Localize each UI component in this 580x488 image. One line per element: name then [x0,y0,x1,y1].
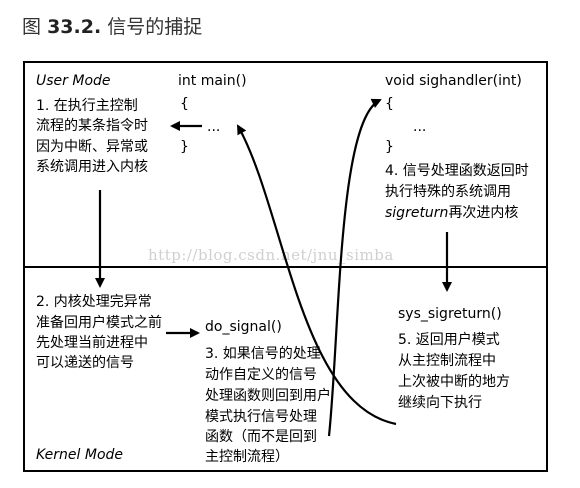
caption-prefix: 图 [22,16,42,38]
arrow-to-handler [327,98,382,437]
step-2-line: 可以递送的信号 [36,355,134,371]
handler-signature: void sighandler(int) [385,73,522,89]
step-1-line: 系统调用进入内核 [36,159,148,175]
handler-close-brace: } [385,139,394,155]
step-3-line: 3. 如果信号的处理 [205,346,321,362]
main-open-brace: { [180,96,189,112]
caption-number: 33.2. [47,16,102,38]
kernel-mode-label: Kernel Mode [36,447,124,463]
step-1-line: 流程的某条指令时 [36,118,148,134]
do-signal-label: do_signal() [205,319,282,335]
sigreturn-term: sigreturn [385,205,449,221]
step-2-line: 先处理当前进程中 [36,335,148,351]
user-mode-label: User Mode [36,73,111,89]
handler-ellipsis: ... [413,119,427,135]
step-5-line: 5. 返回用户模式 [398,332,500,348]
main-signature: int main() [178,73,247,89]
mode-divider [23,266,548,268]
main-close-brace: } [180,139,189,155]
main-ellipsis: ... [207,119,221,135]
step-2-line: 2. 内核处理完异常 [36,294,152,310]
step-5-line: 从主控制流程中 [398,353,496,369]
step-3-line: 动作自定义的信号 [205,367,317,383]
handler-open-brace: { [385,96,394,112]
step-1-line: 因为中断、异常或 [36,139,148,155]
step-3-line: 函数（而不是回到 [205,429,317,445]
watermark: http://blog.csdn.net/jnu_simba [148,246,394,264]
step-3-line: 主控制流程） [205,449,289,465]
step-4-line: 执行特殊的系统调用 [385,184,511,200]
step-5-line: 上次被中断的地方 [398,374,510,390]
sys-sigreturn-label: sys_sigreturn() [398,306,502,322]
step-4-tail: 再次进内核 [448,205,519,221]
step-4-line: sigreturn再次进内核 [385,204,518,223]
step-1-line: 1. 在执行主控制 [36,98,138,114]
step-5-line: 继续向下执行 [398,395,482,411]
step-3-line: 处理函数则回到用户 [205,388,331,404]
step-4-line: 4. 信号处理函数返回时 [385,163,529,179]
arrow-return-main [237,124,397,426]
step-3-line: 模式执行信号处理 [205,409,317,425]
step-2-line: 准备回用户模式之前 [36,315,162,331]
figure-caption: 图 33.2. 信号的捕捉 [22,12,202,39]
caption-title: 信号的捕捉 [107,16,203,38]
